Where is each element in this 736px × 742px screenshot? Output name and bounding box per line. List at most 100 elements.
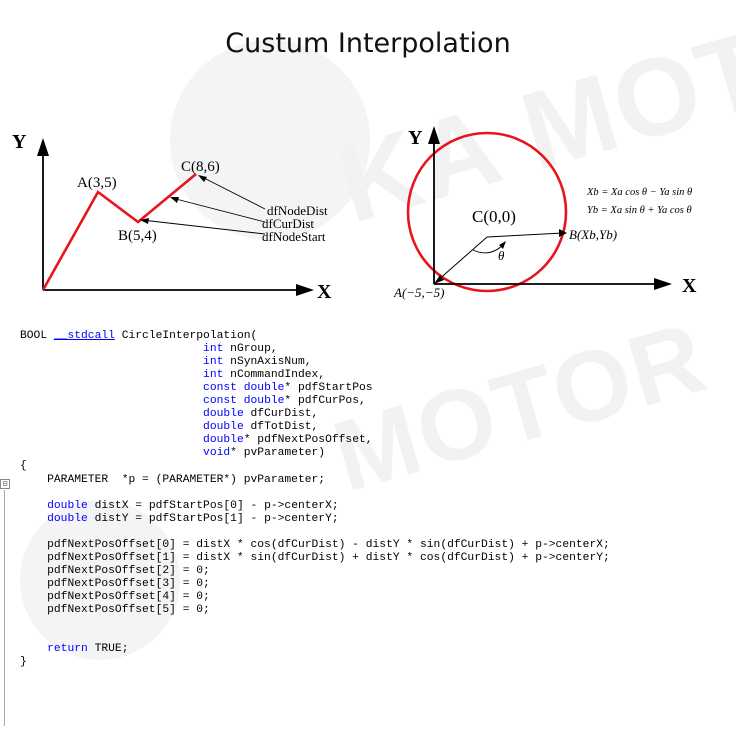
formula-xb: Xb = Xa cos θ − Ya sin θ <box>586 187 692 198</box>
code-keyword: return <box>47 643 88 656</box>
y-axis-arrow <box>37 138 49 156</box>
x-axis-arrow <box>296 284 314 296</box>
code-text <box>20 343 203 355</box>
y-axis-label: Y <box>12 131 27 153</box>
code-line: } <box>20 656 720 669</box>
point-a-label: A(3,5) <box>77 175 117 191</box>
theta-label: θ <box>498 248 505 263</box>
point-b-label: B(5,4) <box>118 228 157 244</box>
x-axis-arrow <box>654 278 672 290</box>
center-label: C(0,0) <box>472 207 516 226</box>
code-text: CircleInterpolation( <box>114 330 258 342</box>
code-line: double distY = pdfStartPos[1] - p->cente… <box>20 513 720 526</box>
code-line <box>20 630 720 643</box>
code-line <box>20 487 720 500</box>
code-keyword: double <box>47 499 88 512</box>
code-keyword: int <box>203 343 224 356</box>
code-keyword: double <box>203 408 244 421</box>
code-line <box>20 617 720 630</box>
code-text <box>237 395 244 407</box>
code-text <box>20 500 47 512</box>
code-text <box>20 447 203 459</box>
code-line: pdfNextPosOffset[1] = distX * sin(dfCurD… <box>20 552 720 565</box>
x-axis-label: X <box>317 281 332 303</box>
point-a-label: A(−5,−5) <box>393 285 444 300</box>
radius-to-a <box>435 236 488 283</box>
code-keyword: double <box>47 512 88 525</box>
code-line: const double* pdfStartPos <box>20 382 720 395</box>
code-text <box>20 643 47 655</box>
code-text: BOOL <box>20 330 54 342</box>
code-text: pdfNextPosOffset[2] = 0; <box>20 564 210 577</box>
code-line: pdfNextPosOffset[4] = 0; <box>20 591 720 604</box>
node-start-label: dfNodeStart <box>262 229 326 244</box>
code-text: TRUE; <box>87 643 129 656</box>
code-text: PARAMETER *p = (PARAMETER*) pvParameter; <box>20 473 326 486</box>
code-text: * pdfStartPos <box>284 382 373 395</box>
circle-interpolation-diagram: Y X C(0,0) θ B(Xb,Yb) A(−5,−5) Xb = Xa c… <box>393 126 697 300</box>
interpolation-circle <box>406 131 568 293</box>
fold-guide-line <box>4 490 5 726</box>
theta-arc-arrowhead <box>499 241 506 249</box>
code-text: } <box>20 656 27 669</box>
code-keyword: double <box>243 382 285 395</box>
code-text: distY = pdfStartPos[1] - p->centerY; <box>87 512 339 525</box>
code-line: const double* pdfCurPos, <box>20 395 720 408</box>
code-line: int nSynAxisNum, <box>20 356 720 369</box>
radius-to-b <box>486 232 564 238</box>
cur-dist-arrow <box>171 197 266 223</box>
code-line <box>20 526 720 539</box>
code-line: int nCommandIndex, <box>20 369 720 382</box>
formula-yb: Yb = Xa sin θ + Ya cos θ <box>587 205 692 216</box>
code-text: * pdfNextPosOffset, <box>243 434 373 447</box>
code-text: pdfNextPosOffset[3] = 0; <box>20 577 210 590</box>
point-b-label: B(Xb,Yb) <box>569 227 617 242</box>
code-keyword: double <box>203 421 244 434</box>
code-text: dfCurDist, <box>243 408 319 421</box>
code-text: * pdfCurPos, <box>284 395 366 408</box>
code-line: pdfNextPosOffset[5] = 0; <box>20 604 720 617</box>
cur-dist-arrowhead <box>170 197 179 203</box>
radius-to-b-arrowhead <box>559 229 567 237</box>
y-axis-label: Y <box>408 127 423 149</box>
code-text <box>20 513 47 525</box>
code-text: pdfNextPosOffset[0] = distX * cos(dfCurD… <box>20 538 610 551</box>
y-axis-arrow <box>428 126 440 144</box>
code-text <box>20 395 203 407</box>
code-line: double distX = pdfStartPos[0] - p->cente… <box>20 500 720 513</box>
page-title: Custum Interpolation <box>225 28 511 59</box>
code-keyword: int <box>203 356 224 369</box>
code-line: BOOL __stdcall CircleInterpolation( <box>20 330 720 343</box>
node-dist-arrow <box>199 175 266 210</box>
node-start-arrow <box>141 219 266 235</box>
code-line: pdfNextPosOffset[2] = 0; <box>20 565 720 578</box>
code-text <box>20 421 203 433</box>
code-text: nSynAxisNum, <box>223 356 312 369</box>
code-keyword: void <box>203 447 231 460</box>
code-text: pdfNextPosOffset[5] = 0; <box>20 603 210 616</box>
code-line: return TRUE; <box>20 643 720 656</box>
code-text: distX = pdfStartPos[0] - p->centerX; <box>87 499 339 512</box>
code-line: double dfCurDist, <box>20 408 720 421</box>
code-line: pdfNextPosOffset[3] = 0; <box>20 578 720 591</box>
watermark-logo-bottom <box>20 500 180 660</box>
collapse-toggle-icon[interactable]: ⊟ <box>0 479 10 489</box>
code-text: dfTotDist, <box>243 421 319 434</box>
code-text <box>20 356 203 368</box>
linear-path-diagram: Y X A(3,5) B(5,4) C(8,6) dfNodeDist dfCu… <box>12 131 332 303</box>
code-text: pdfNextPosOffset[1] = distX * sin(dfCurD… <box>20 551 610 564</box>
interpolation-path <box>41 172 197 291</box>
code-keyword: const <box>203 382 237 395</box>
code-keyword: const <box>203 395 237 408</box>
code-text <box>20 408 203 420</box>
node-dist-label: dfNodeDist <box>267 203 328 218</box>
code-text: nGroup, <box>223 343 278 356</box>
watermark-logo-top <box>170 40 370 240</box>
code-line: pdfNextPosOffset[0] = distX * cos(dfCurD… <box>20 539 720 552</box>
code-listing: BOOL __stdcall CircleInterpolation( int … <box>20 330 720 669</box>
code-line: PARAMETER *p = (PARAMETER*) pvParameter; <box>20 474 720 487</box>
code-line: int nGroup, <box>20 343 720 356</box>
code-keyword: int <box>203 369 224 382</box>
code-keyword: double <box>243 395 285 408</box>
node-dist-arrowhead <box>198 175 207 182</box>
